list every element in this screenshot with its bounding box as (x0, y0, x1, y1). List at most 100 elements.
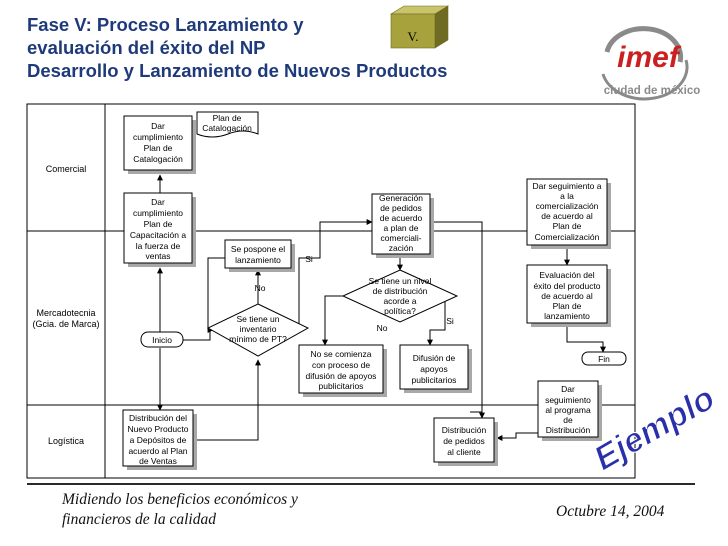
node-text: Plan de (553, 301, 582, 311)
node-text: Comercialización (535, 232, 600, 242)
node-text: Generación (379, 193, 423, 203)
lane-label-mercadotecnia-sub: (Gcia. de Marca) (32, 319, 99, 329)
edge-label-si-nivel: Si (446, 316, 454, 326)
node-text: Distribución del (129, 413, 187, 423)
phase-badge-label: V. (408, 29, 419, 44)
node-inicio: Inicio (140, 331, 184, 348)
node-text: de acuerdo al (541, 211, 593, 221)
lane-label-comercial: Comercial (46, 164, 87, 174)
node-text: Distribución (442, 425, 487, 435)
node-text: de acuerdo (380, 213, 423, 223)
node-text: Inicio (152, 335, 172, 345)
node-text: acorde a (383, 296, 416, 306)
node-text: Nuevo Producto (128, 424, 189, 434)
logo-city: ciudad de méxico (604, 85, 701, 97)
node-text: Plan de (553, 221, 582, 231)
node-no-se-comienza: No se comienza con proceso de difusión d… (298, 344, 387, 397)
node-dar-cumplimiento-capacitacion: Dar cumplimiento Plan de Capacitación a … (123, 192, 196, 267)
node-distribucion-nuevo-producto: Distribución del Nuevo Producto a Depósi… (122, 409, 197, 470)
node-text: lanzamiento (235, 255, 281, 265)
node-text: No se comienza (311, 349, 372, 359)
logo-brand: imef (617, 41, 682, 74)
imef-logo: imef ciudad de méxico (601, 26, 701, 101)
node-dar-seguimiento-comercializacion: Dar seguimiento a a la comercialización … (526, 178, 611, 249)
node-text: al programa (545, 405, 591, 415)
node-text: Se pospone el (231, 244, 285, 254)
node-text: al cliente (447, 447, 481, 457)
node-text: Dar (151, 121, 165, 131)
title-line-1: Fase V: Proceso Lanzamiento y (27, 14, 304, 35)
node-text: Fin (598, 354, 610, 364)
node-fin: Fin (581, 351, 627, 366)
node-text: Dar seguimiento a (533, 181, 602, 191)
node-se-pospone: Se pospone el lanzamiento (224, 239, 295, 272)
lane-label-mercadotecnia: Mercadotecnia (36, 308, 95, 318)
node-text: lanzamiento (544, 311, 590, 321)
title-line-2: evaluación del éxito del NP (27, 37, 266, 58)
node-text: Plan de (144, 219, 173, 229)
node-dar-seguimiento-distribucion: Dar seguimiento al programa de Distribuc… (537, 380, 602, 441)
edge-label-si-inventario: Si (305, 254, 313, 264)
node-text: con proceso de (312, 360, 370, 370)
lane-label-logistica: Logística (48, 436, 84, 446)
stamp-text: Ejemplo (588, 379, 722, 478)
node-generacion-pedidos: Generación de pedidos de acuerdo a plan … (371, 193, 434, 258)
node-text: publicitarios (412, 375, 457, 385)
node-text: la fuerza de (136, 241, 181, 251)
node-text: a Depósitos de (130, 435, 187, 445)
node-text: Dar (561, 384, 575, 394)
node-text: apoyos (420, 364, 447, 374)
node-text: zación (389, 243, 414, 253)
node-text: de (563, 415, 573, 425)
node-text: a la (560, 191, 574, 201)
footer-tagline-line-1: Midiendo los beneficios económicos y (62, 491, 298, 508)
node-text: Se tiene un nivel (369, 276, 432, 286)
node-text: Difusión de (413, 353, 456, 363)
node-text: cumplimiento (133, 208, 183, 218)
node-text: acuerdo al Plan (128, 446, 187, 456)
decision-nivel-distribucion: Se tiene un nivel de distribución acorde… (341, 269, 459, 323)
decision-inventario: Se tiene un inventario mínimo de PT? (206, 303, 310, 357)
node-text: difusión de apoyos (306, 371, 377, 381)
node-text: cumplimiento (133, 132, 183, 142)
node-text: a plan de (384, 223, 419, 233)
node-text: Plan de (213, 113, 242, 123)
node-text: publicitarios (319, 381, 364, 391)
node-text: Catalogación (133, 154, 183, 164)
node-text: de Ventas (139, 456, 177, 466)
page-title: Fase V: Proceso Lanzamiento y evaluación… (27, 13, 447, 82)
footer-tagline-line-2: financieros de la calidad (62, 511, 216, 528)
node-text: de distribución (373, 286, 428, 296)
node-text: Se tiene un (236, 314, 279, 324)
node-text: comercialización (536, 201, 599, 211)
node-text: comerciali- (380, 233, 421, 243)
node-text: de pedidos (443, 436, 485, 446)
node-text: política? (384, 306, 416, 316)
ejemplo-stamp: Ejemplo (587, 378, 722, 478)
node-evaluacion-exito: Evaluación del éxito del producto de acu… (526, 264, 611, 327)
title-line-3: Desarrollo y Lanzamiento de Nuevos Produ… (27, 60, 448, 81)
node-text: Capacitación a (130, 230, 187, 240)
node-text: mínimo de PT? (229, 334, 287, 344)
footer-tagline: Midiendo los beneficios económicos y fin… (62, 490, 298, 530)
node-difusion-apoyos: Difusión de apoyos publicitarios (399, 344, 472, 393)
node-text: ventas (145, 251, 170, 261)
node-text: seguimiento (545, 395, 591, 405)
node-distribucion-pedidos: Distribución de pedidos al cliente (433, 417, 498, 466)
node-text: de pedidos (380, 203, 422, 213)
node-text: Evaluación del (539, 270, 594, 280)
node-dar-cumplimiento-catalogacion: Dar cumplimiento Plan de Catalogación (123, 115, 196, 174)
node-text: inventario (240, 324, 277, 334)
edge-label-no-nivel: No (377, 323, 388, 333)
node-text: éxito del producto (533, 281, 600, 291)
node-text: Catalogación (202, 123, 252, 133)
phase-badge: V. (389, 5, 450, 49)
node-text: Dar (151, 197, 165, 207)
doc-plan-catalogacion: Plan de Catalogación (196, 111, 259, 138)
node-text: Plan de (144, 143, 173, 153)
footer-date: Octubre 14, 2004 (556, 503, 665, 520)
footer-divider (27, 483, 695, 485)
node-text: Distribución (546, 425, 591, 435)
node-text: de acuerdo al (541, 291, 593, 301)
